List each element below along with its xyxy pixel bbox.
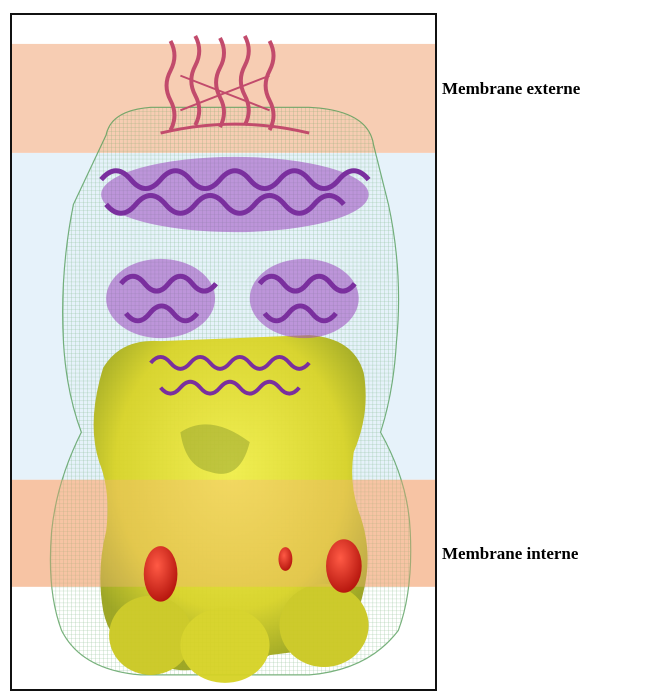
structure-illustration — [12, 15, 435, 689]
outer-membrane-label: Membrane externe — [442, 79, 580, 99]
protein-structure-figure — [10, 13, 437, 691]
inner-membrane-label: Membrane interne — [442, 544, 578, 564]
hotspot-left — [144, 546, 178, 601]
hotspot-center — [278, 547, 292, 571]
hotspot-right — [326, 539, 362, 592]
